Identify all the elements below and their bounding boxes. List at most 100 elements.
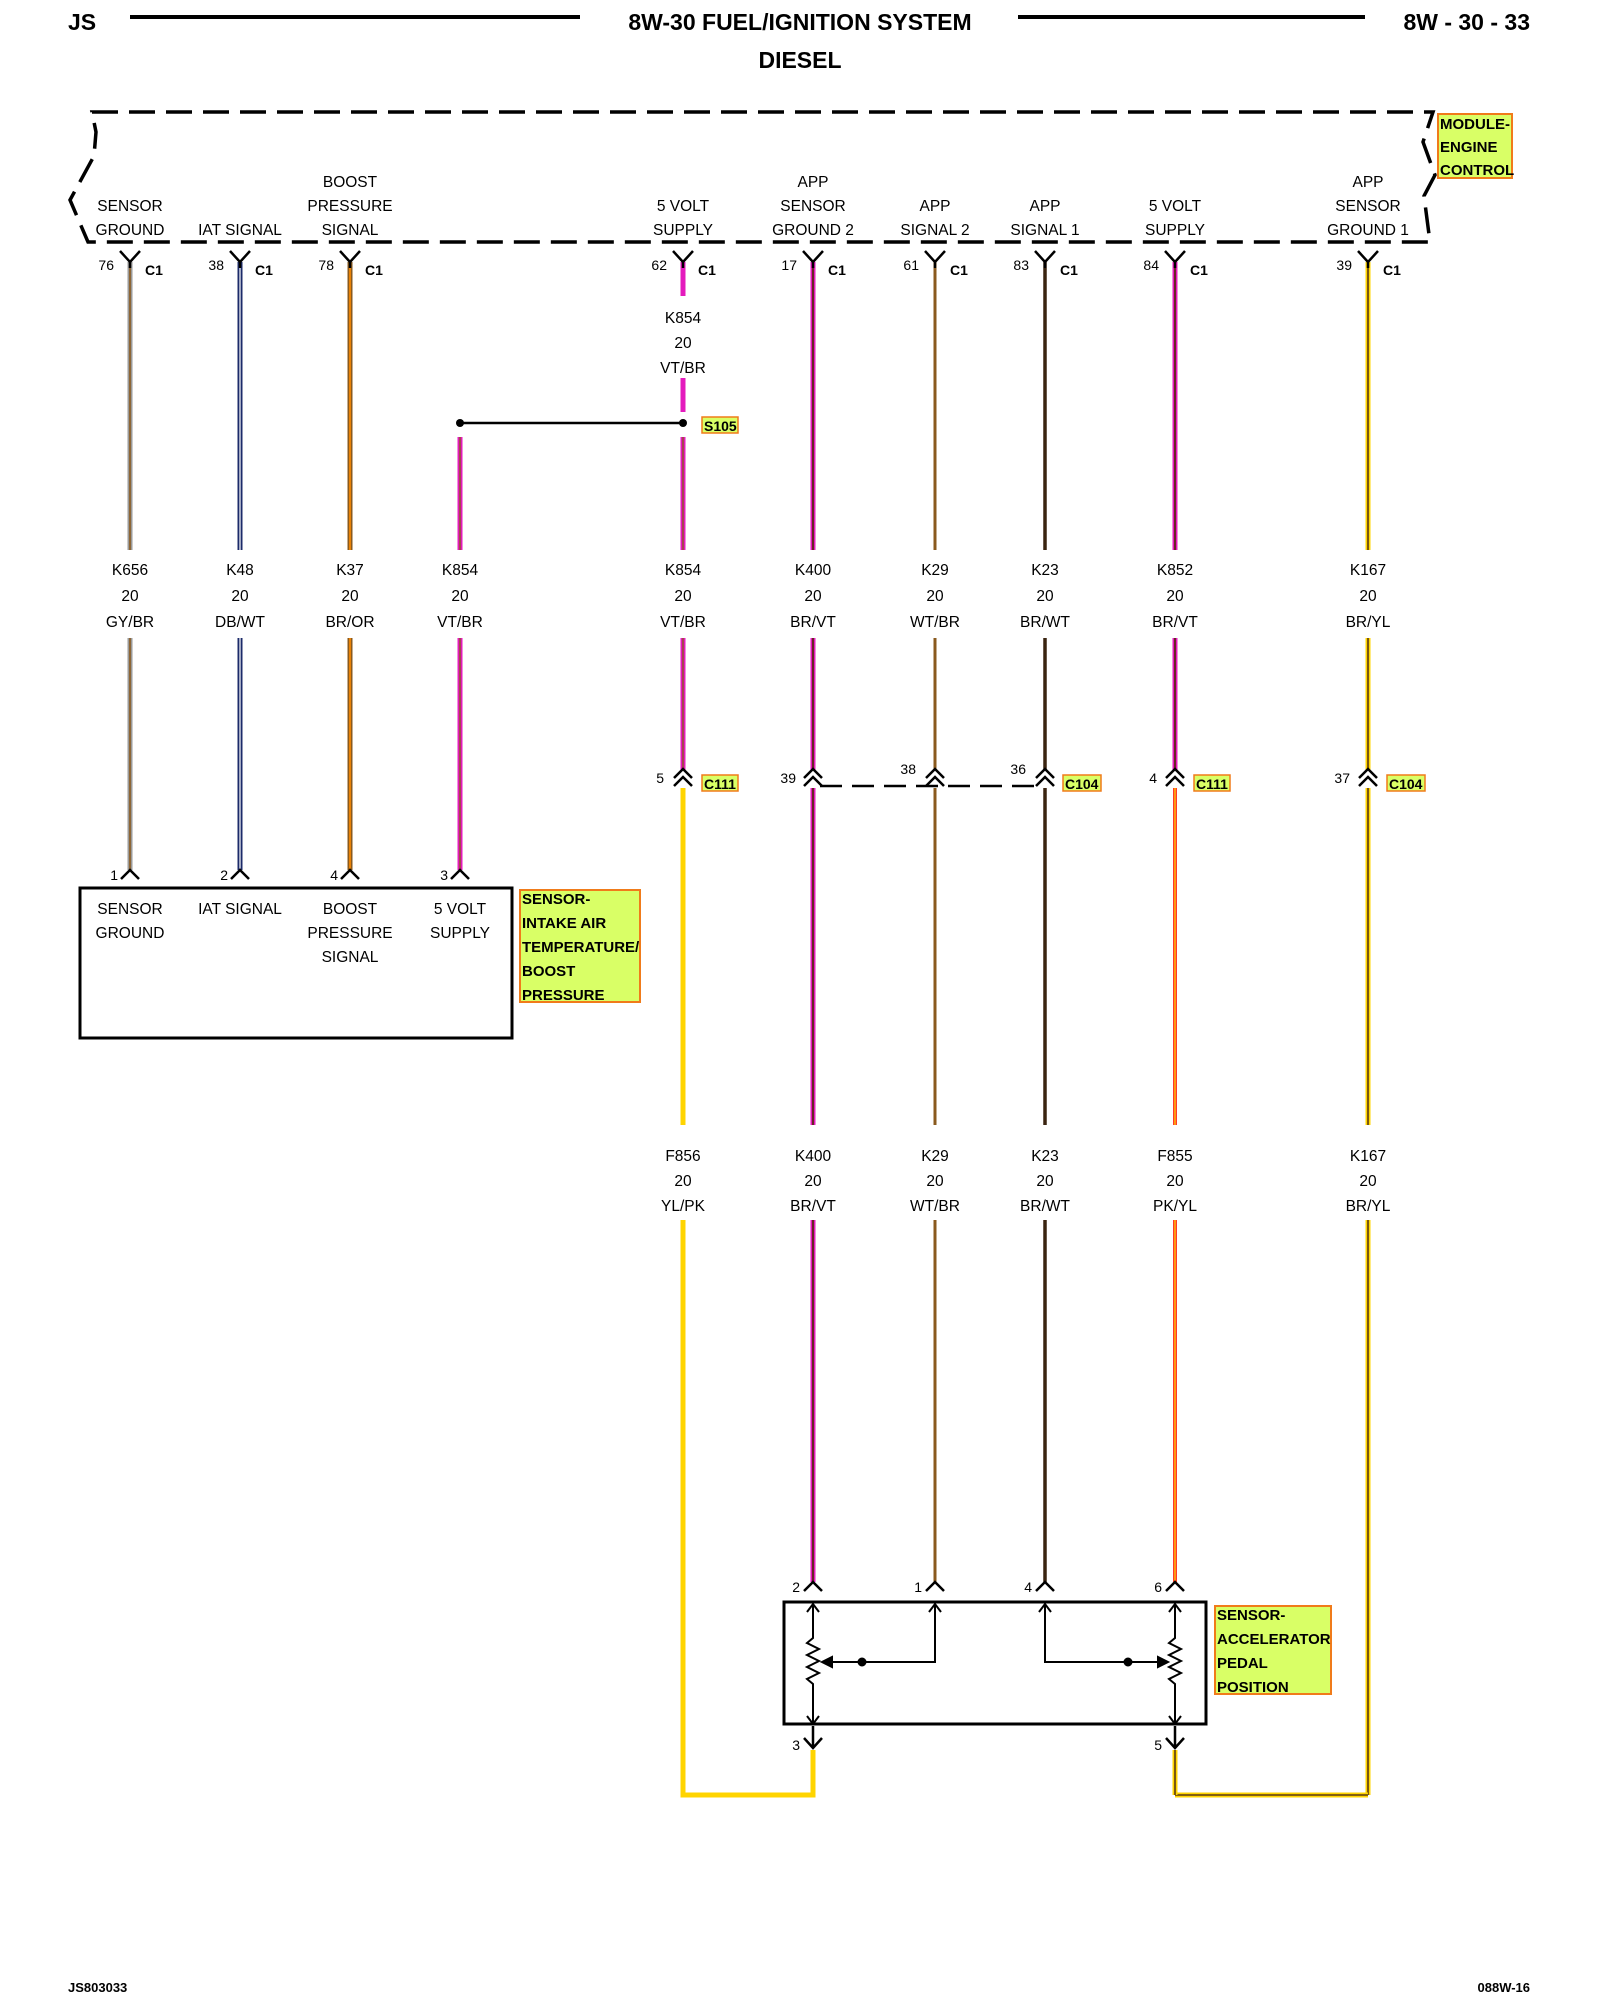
wire-gauge: 20 <box>674 335 692 352</box>
potentiometer-circuits <box>804 1602 1184 1726</box>
wire-gauge: 20 <box>1359 1173 1377 1190</box>
wire-gauge: 20 <box>231 588 249 605</box>
terminal-symbol <box>1164 250 1186 268</box>
terminal-symbol <box>1357 250 1379 268</box>
splice-tag-box <box>701 416 739 434</box>
sensor-name-line: BOOST <box>522 963 575 980</box>
pin-label: PRESSURE <box>307 925 392 942</box>
pin-label: APP <box>1352 174 1383 191</box>
wire-circuit: K167 <box>1350 1148 1386 1165</box>
terminal-symbol <box>339 250 361 268</box>
page-subtitle: DIESEL <box>758 47 841 73</box>
wire-color-code: BR/WT <box>1020 1198 1070 1215</box>
terminal-symbol <box>1034 250 1056 268</box>
wire-label-group: K167 20 BR/YL <box>1346 1148 1391 1215</box>
pin-number: 38 <box>208 257 224 273</box>
pin-label: SIGNAL <box>322 222 379 239</box>
wire-gauge: 20 <box>1036 588 1054 605</box>
wire-gauge: 20 <box>804 588 822 605</box>
terminal-symbol <box>120 868 140 880</box>
pin-label: SUPPLY <box>653 222 713 239</box>
connector-name: C111 <box>1196 776 1228 792</box>
terminal-symbol <box>803 1580 823 1592</box>
inline-terminal-symbol <box>925 767 945 787</box>
wire-circuit: K854 <box>665 310 702 327</box>
wire-label-group: F855 20 PK/YL <box>1153 1148 1197 1215</box>
c1-terminals <box>119 250 1379 268</box>
pin-number: 2 <box>792 1579 800 1595</box>
wire-circuit: F856 <box>665 1148 700 1165</box>
sensor-tag-box <box>519 889 641 1003</box>
pin-number: 39 <box>780 770 796 786</box>
connector-name: C104 <box>1389 776 1423 792</box>
wire-color-code: DB/WT <box>215 614 265 631</box>
terminal-symbol <box>672 250 694 268</box>
connector-label: C1 <box>698 262 716 278</box>
connector-label: C1 <box>1383 262 1401 278</box>
wire-color-code: BR/YL <box>1346 614 1391 631</box>
page-header: JS 8W-30 FUEL/IGNITION SYSTEM 8W - 30 - … <box>68 9 1530 73</box>
footer-left-code: JS803033 <box>68 1980 127 1995</box>
inline-terminal-symbol <box>1165 767 1185 787</box>
terminal-symbol <box>1035 1580 1055 1592</box>
wire-k167 <box>1172 262 1371 1798</box>
wire-color-code: GY/BR <box>106 614 154 631</box>
pin-number: 5 <box>656 770 664 786</box>
connector-tag-box <box>701 774 739 792</box>
inline-terminal-symbol <box>803 767 823 787</box>
wire-label-group: K48 20 DB/WT <box>215 562 265 631</box>
wiper-left <box>822 1604 936 1663</box>
pin-label: GROUND <box>96 925 165 942</box>
header-left-code: JS <box>68 9 96 35</box>
wire-color-code: BR/YL <box>1346 1198 1391 1215</box>
wire-label-group: K29 20 WT/BR <box>910 562 960 631</box>
splice-dot <box>456 419 464 427</box>
pin-number: 39 <box>1336 257 1352 273</box>
pin-label: 5 VOLT <box>657 198 710 215</box>
connector-label: C1 <box>1190 262 1208 278</box>
terminal-symbol <box>1168 1602 1182 1613</box>
connector-label: C1 <box>365 262 383 278</box>
terminal-symbol <box>1165 1580 1185 1592</box>
connector-label: C1 <box>145 262 163 278</box>
sensor-body <box>782 1600 1208 1726</box>
wire-label-group: K23 20 BR/WT <box>1020 1148 1070 1215</box>
potentiometer-right <box>1166 1604 1184 1724</box>
wire-circuit: K29 <box>921 1148 949 1165</box>
terminal-symbol <box>802 250 824 268</box>
splice-s105: K854 20 VT/BR S105 <box>456 310 739 434</box>
terminal-symbol <box>340 868 360 880</box>
page-title: 8W-30 FUEL/IGNITION SYSTEM <box>628 9 971 35</box>
pin-number: 4 <box>1024 1579 1032 1595</box>
inline-terminal-symbol <box>1035 767 1055 787</box>
wire-color-code: VT/BR <box>660 614 706 631</box>
inline-terminal-symbol <box>1358 767 1378 787</box>
terminal-symbol <box>1168 1715 1182 1726</box>
wire-circuit: K29 <box>921 562 949 579</box>
terminal-symbol <box>925 1580 945 1592</box>
connector-label: C1 <box>255 262 273 278</box>
pin-number: 1 <box>914 1579 922 1595</box>
pin-label: 5 VOLT <box>434 901 487 918</box>
splice-dot <box>679 419 687 427</box>
wiper-dot <box>857 1657 867 1667</box>
terminal-symbol <box>806 1715 820 1726</box>
wire-label-group: F856 20 YL/PK <box>661 1148 706 1215</box>
pin-number: 38 <box>900 761 916 777</box>
connector-label: C1 <box>1060 262 1078 278</box>
pin-label: SENSOR <box>780 198 845 215</box>
wires <box>127 262 1371 1798</box>
sensor-name-tag: SENSOR- ACCELERATOR PEDAL POSITION <box>1214 1605 1332 1696</box>
wire-color-code: PK/YL <box>1153 1198 1197 1215</box>
splice-name: S105 <box>704 418 737 434</box>
page-footer: JS803033 088W-16 <box>68 1980 1530 1995</box>
wire-gauge: 20 <box>674 1173 692 1190</box>
terminal-symbol <box>924 250 946 268</box>
pin-label: SENSOR <box>97 901 162 918</box>
pin-number: 2 <box>220 867 228 883</box>
wire-gauge: 20 <box>1166 588 1184 605</box>
pin-label: IAT SIGNAL <box>198 901 282 918</box>
accelerator-pedal-sensor: 2 1 4 6 3 5 <box>782 1579 1332 1753</box>
wire-color-code: BR/VT <box>790 614 836 631</box>
module-name-line: ENGINE <box>1440 139 1498 156</box>
